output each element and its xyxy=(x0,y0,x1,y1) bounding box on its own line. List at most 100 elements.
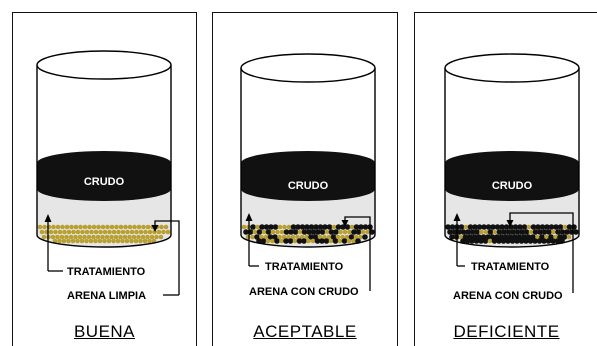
sand-grain xyxy=(118,234,123,240)
sand-grain xyxy=(66,229,72,235)
oil-coated-grain xyxy=(523,238,529,244)
sand-grain xyxy=(51,224,56,230)
oil-coated-grain xyxy=(296,238,303,244)
oil-coated-grain xyxy=(573,229,579,235)
sand-grain xyxy=(109,234,114,240)
crudo-label: CRUDO xyxy=(288,180,329,192)
sand-grain xyxy=(281,234,287,240)
cylinder-top xyxy=(240,53,376,83)
sand-grain xyxy=(136,234,141,240)
sand-grain xyxy=(75,238,80,244)
oil-coated-grain xyxy=(274,238,280,244)
oil-coated-grain xyxy=(473,238,480,244)
panel-title: DEFICIENTE xyxy=(453,322,560,341)
oil-layer xyxy=(37,151,171,201)
sand-grain xyxy=(324,229,330,235)
sand-grain xyxy=(91,224,97,230)
oil-coated-grain xyxy=(260,238,267,244)
sand-grain xyxy=(89,229,94,235)
oil-coated-grain xyxy=(449,234,455,240)
oil-coated-grain xyxy=(490,224,496,230)
oil-coated-grain xyxy=(344,224,351,230)
sand-grain xyxy=(492,229,498,235)
oil-coated-grain xyxy=(348,234,355,240)
oil-coated-grain xyxy=(323,238,330,244)
oil-coated-grain xyxy=(496,238,502,244)
sand-grain xyxy=(75,229,81,235)
oil-coated-grain xyxy=(355,229,362,235)
sand-grain xyxy=(50,234,56,240)
sand-grain xyxy=(88,238,94,244)
sand-grain xyxy=(286,224,292,230)
sand-grain xyxy=(282,224,287,230)
sand-grain xyxy=(277,234,282,240)
oil-coated-grain xyxy=(467,224,474,230)
sand-grain xyxy=(261,229,267,235)
oil-coated-grain xyxy=(554,238,561,244)
crudo-label: CRUDO xyxy=(492,180,533,192)
sand-grain xyxy=(59,234,65,240)
oil-coated-grain xyxy=(267,234,274,240)
sand-grain xyxy=(328,238,334,244)
sand-arrow xyxy=(509,212,574,293)
oil-coated-grain xyxy=(445,224,451,230)
sand-grain xyxy=(347,229,352,235)
sand-grain xyxy=(120,238,125,244)
sand-grain xyxy=(295,234,300,240)
sand-grain xyxy=(69,224,74,230)
sand-grain xyxy=(48,229,54,235)
sand-grain xyxy=(79,238,85,244)
oil-coated-grain xyxy=(494,224,501,230)
sand-grain xyxy=(149,234,155,240)
sand-grain xyxy=(140,234,146,240)
oil-coated-grain xyxy=(469,238,475,244)
sand-grain xyxy=(487,238,493,244)
oil-coated-grain xyxy=(472,224,478,230)
sand-grain xyxy=(60,224,65,230)
oil-coated-grain xyxy=(474,229,480,235)
sand-grain xyxy=(133,238,139,244)
sand-grain xyxy=(129,238,134,244)
oil-coated-grain xyxy=(451,229,458,235)
sand-grain xyxy=(134,229,139,235)
oil-coated-grain xyxy=(491,238,498,244)
oil-coated-grain xyxy=(499,224,505,230)
sand-grain xyxy=(123,224,128,230)
sand-grain xyxy=(73,234,78,240)
oil-coated-grain xyxy=(313,224,319,230)
oil-coated-grain xyxy=(518,238,525,244)
sand-grain xyxy=(331,224,337,230)
sand-grain xyxy=(353,234,359,240)
sand-grain xyxy=(241,224,247,230)
sand-grain xyxy=(297,229,303,235)
panel-buena: CRUDO TRATAMIENTO ARENA LIMPIA BUENA xyxy=(12,12,197,346)
sand-grain xyxy=(138,229,144,235)
sand-grain xyxy=(57,229,63,235)
oil-coated-grain xyxy=(550,238,556,244)
sand-arrowhead xyxy=(506,220,514,227)
sand-grain xyxy=(78,224,83,230)
oil-coated-grain xyxy=(287,238,294,244)
oil-coated-grain xyxy=(353,224,360,230)
sand-grain xyxy=(340,234,345,240)
oil-coated-grain xyxy=(510,229,516,235)
oil-coated-grain xyxy=(496,229,503,235)
oil-coated-grain xyxy=(521,224,528,230)
sand-grains xyxy=(241,224,375,244)
sand-grain xyxy=(566,234,572,240)
oil-coated-grain xyxy=(315,229,321,235)
cylinder-diagram: CRUDO TRATAMIENTO ARENA CON CRUDO xyxy=(444,53,580,302)
oil-coated-grain xyxy=(505,238,511,244)
sand-grain xyxy=(145,224,151,230)
oil-coated-grain xyxy=(485,234,491,240)
sand-grain xyxy=(114,224,119,230)
sand-grain xyxy=(142,238,148,244)
sand-grain xyxy=(120,229,126,235)
sand-grain xyxy=(338,229,343,235)
sand-grain xyxy=(57,238,62,244)
oil-coated-grain xyxy=(530,224,537,230)
sand-grain xyxy=(154,234,159,240)
sand-arrow xyxy=(154,220,180,295)
oil-coated-grain xyxy=(571,224,577,230)
treatment-label: TRATAMIENTO xyxy=(67,266,146,278)
